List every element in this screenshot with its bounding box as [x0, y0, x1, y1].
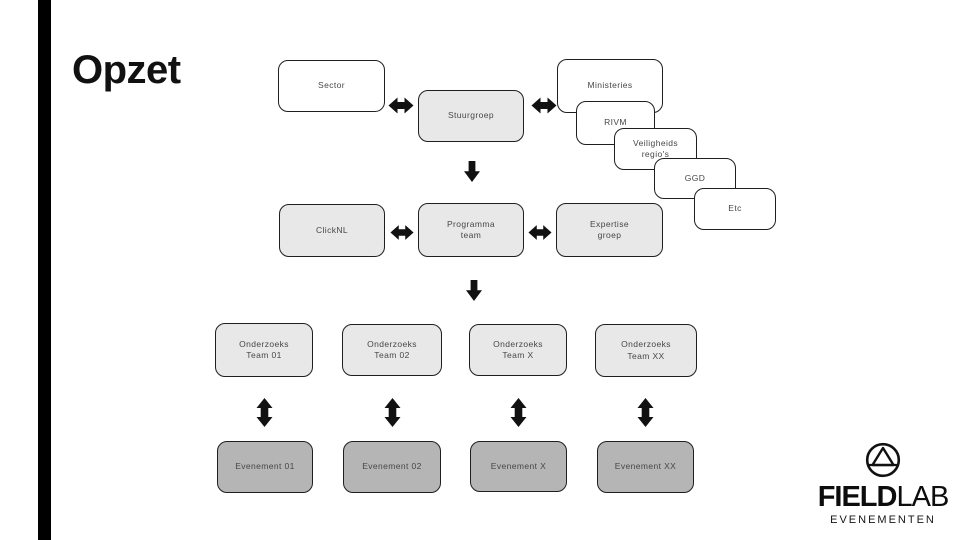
arrow-stuurgroep-programma-down-icon	[464, 161, 480, 182]
arrow-programma-expertise-icon	[528, 224, 552, 241]
fieldlab-tagline: EVENEMENTEN	[830, 514, 936, 526]
arrow-sector-stuurgroep-icon	[388, 97, 414, 114]
box-stuurgroep: Stuurgroep	[418, 90, 524, 142]
fieldlab-wordmark-lab: LAB	[896, 481, 949, 513]
arrow-programma-research-down-icon	[466, 280, 482, 301]
arrow-stuurgroep-ministeries-icon	[531, 97, 557, 114]
box-evenement-02: Evenement 02	[343, 441, 441, 493]
box-onderzoeks-team-xx: Onderzoeks Team XX	[595, 324, 697, 377]
arrow-teamx-evenementx-icon	[510, 398, 527, 427]
box-onderzoeks-team-01: Onderzoeks Team 01	[215, 323, 313, 377]
slide-title: Opzet	[72, 48, 181, 92]
box-programma-team: Programma team	[418, 203, 524, 257]
box-onderzoeks-team-02: Onderzoeks Team 02	[342, 324, 442, 376]
fieldlab-wordmark: FIELDLAB	[817, 481, 950, 513]
fieldlab-logo: FIELDLAB EVENEMENTEN	[808, 441, 958, 526]
box-sector: Sector	[278, 60, 385, 112]
box-etc: Etc	[694, 188, 776, 230]
left-accent-bar	[38, 0, 51, 540]
arrow-teamxx-evenementxx-icon	[637, 398, 654, 427]
fieldlab-logo-icon	[865, 442, 901, 478]
box-evenement-01: Evenement 01	[217, 441, 313, 493]
fieldlab-wordmark-field: FIELD	[817, 481, 898, 513]
box-evenement-x: Evenement X	[470, 441, 567, 492]
box-onderzoeks-team-x: Onderzoeks Team X	[469, 324, 567, 376]
box-evenement-xx: Evenement XX	[597, 441, 694, 493]
arrow-team02-evenement02-icon	[384, 398, 401, 427]
box-clicknl: ClickNL	[279, 204, 385, 257]
arrow-team01-evenement01-icon	[256, 398, 273, 427]
arrow-clicknl-programma-icon	[390, 224, 414, 241]
box-expertise-groep: Expertise groep	[556, 203, 663, 257]
